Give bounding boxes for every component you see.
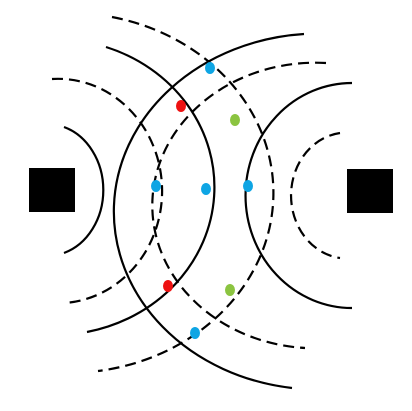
wave-sources [29, 168, 393, 213]
blue-point-left [151, 180, 161, 192]
blue-point-right [243, 180, 253, 192]
red-point-upper [176, 100, 186, 112]
right-source-block [347, 169, 393, 213]
right-wavefront-4 [112, 32, 305, 390]
left-wavefront-2 [51, 77, 164, 305]
red-point-lower [163, 280, 173, 292]
left-wavefront-3 [86, 45, 216, 334]
left-source-block [29, 168, 75, 212]
left-wavefront-1 [63, 125, 105, 255]
right-wavefronts [112, 32, 353, 390]
blue-point-top [205, 62, 215, 74]
left-wavefronts [51, 15, 275, 373]
blue-point-bottom [190, 327, 200, 339]
green-point-lower [225, 284, 235, 296]
green-point-upper [230, 114, 240, 126]
right-wavefront-1 [289, 131, 341, 260]
right-wavefront-3 [151, 61, 327, 350]
left-wavefront-4 [97, 15, 275, 373]
right-wavefront-2 [244, 81, 353, 310]
intersection-points [151, 62, 253, 339]
blue-point-center [201, 183, 211, 195]
